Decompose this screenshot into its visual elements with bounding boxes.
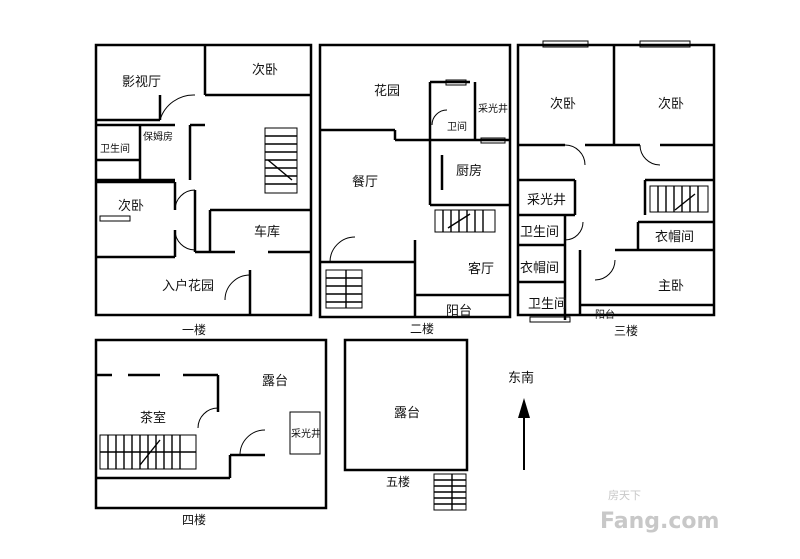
room-master: 主卧 [658,279,684,294]
room-bedroom-b: 次卧 [658,96,684,112]
room-light-well-2: 采光井 [478,102,508,115]
floor-1-stairs [265,135,297,185]
room-bathroom: 卫生间 [100,142,130,155]
room-tea: 茶室 [140,410,166,426]
room-balcony-2: 阳台 [446,304,472,319]
compass-label: 东南 [508,370,534,386]
floor-5-outline [343,338,469,472]
room-light-well-3: 采光井 [527,193,566,208]
room-entry-garden: 入户花园 [162,278,214,294]
floor-4-stairs [99,434,197,470]
room-bathroom-b: 卫生间 [528,297,567,312]
floor-2-stairs [325,209,496,309]
room-wc: 卫间 [447,120,467,133]
floor-1: 影视厅 次卧 保姆房 卫生间 次卧 车库 入户花园 一楼 [94,43,313,337]
compass-arrow-icon [518,398,530,418]
room-dining: 餐厅 [352,174,378,190]
room-kitchen: 厨房 [456,163,482,179]
room-light-well-4: 采光井 [291,427,321,440]
floor-1-label: 一楼 [182,322,206,337]
room-garage: 车库 [254,224,280,240]
room-media: 影视厅 [122,75,161,90]
floor-3-stairs [649,185,709,213]
floor-5: 露台 五楼 [343,338,469,511]
floor-2-label: 二楼 [410,321,434,336]
room-terrace-4: 露台 [262,374,288,389]
room-cloakroom-a: 衣帽间 [520,260,559,276]
room-bedroom-left: 次卧 [118,198,144,214]
room-nanny: 保姆房 [143,130,173,143]
room-living: 客厅 [468,261,494,277]
floor-3-label: 三楼 [614,323,638,338]
room-cloakroom-b: 衣帽间 [655,229,694,245]
room-garden: 花园 [374,83,400,99]
compass: 东南 [508,370,534,470]
room-terrace-5: 露台 [394,406,420,421]
watermark: 房天下 Fang.com [600,489,719,534]
floor-2: 花园 卫间 采光井 厨房 餐厅 客厅 阳台 二楼 [318,43,512,336]
floor-5-stairs [433,473,467,511]
floor-4-label: 四楼 [182,512,206,527]
watermark-logo: Fang.com [600,509,719,534]
floor-4-outline [94,338,328,510]
floor-5-label: 五楼 [386,474,410,489]
room-bathroom-a: 卫生间 [520,225,559,240]
floor-4: 露台 茶室 采光井 四楼 [94,338,328,527]
floor-3: 次卧 次卧 采光井 卫生间 衣帽间 衣帽间 主卧 卫生间 阳台 三楼 [516,40,716,338]
room-bedroom-a: 次卧 [550,96,576,112]
room-balcony-3: 阳台 [595,308,615,321]
room-bedroom-top: 次卧 [252,62,278,78]
watermark-sub: 房天下 [608,489,641,502]
